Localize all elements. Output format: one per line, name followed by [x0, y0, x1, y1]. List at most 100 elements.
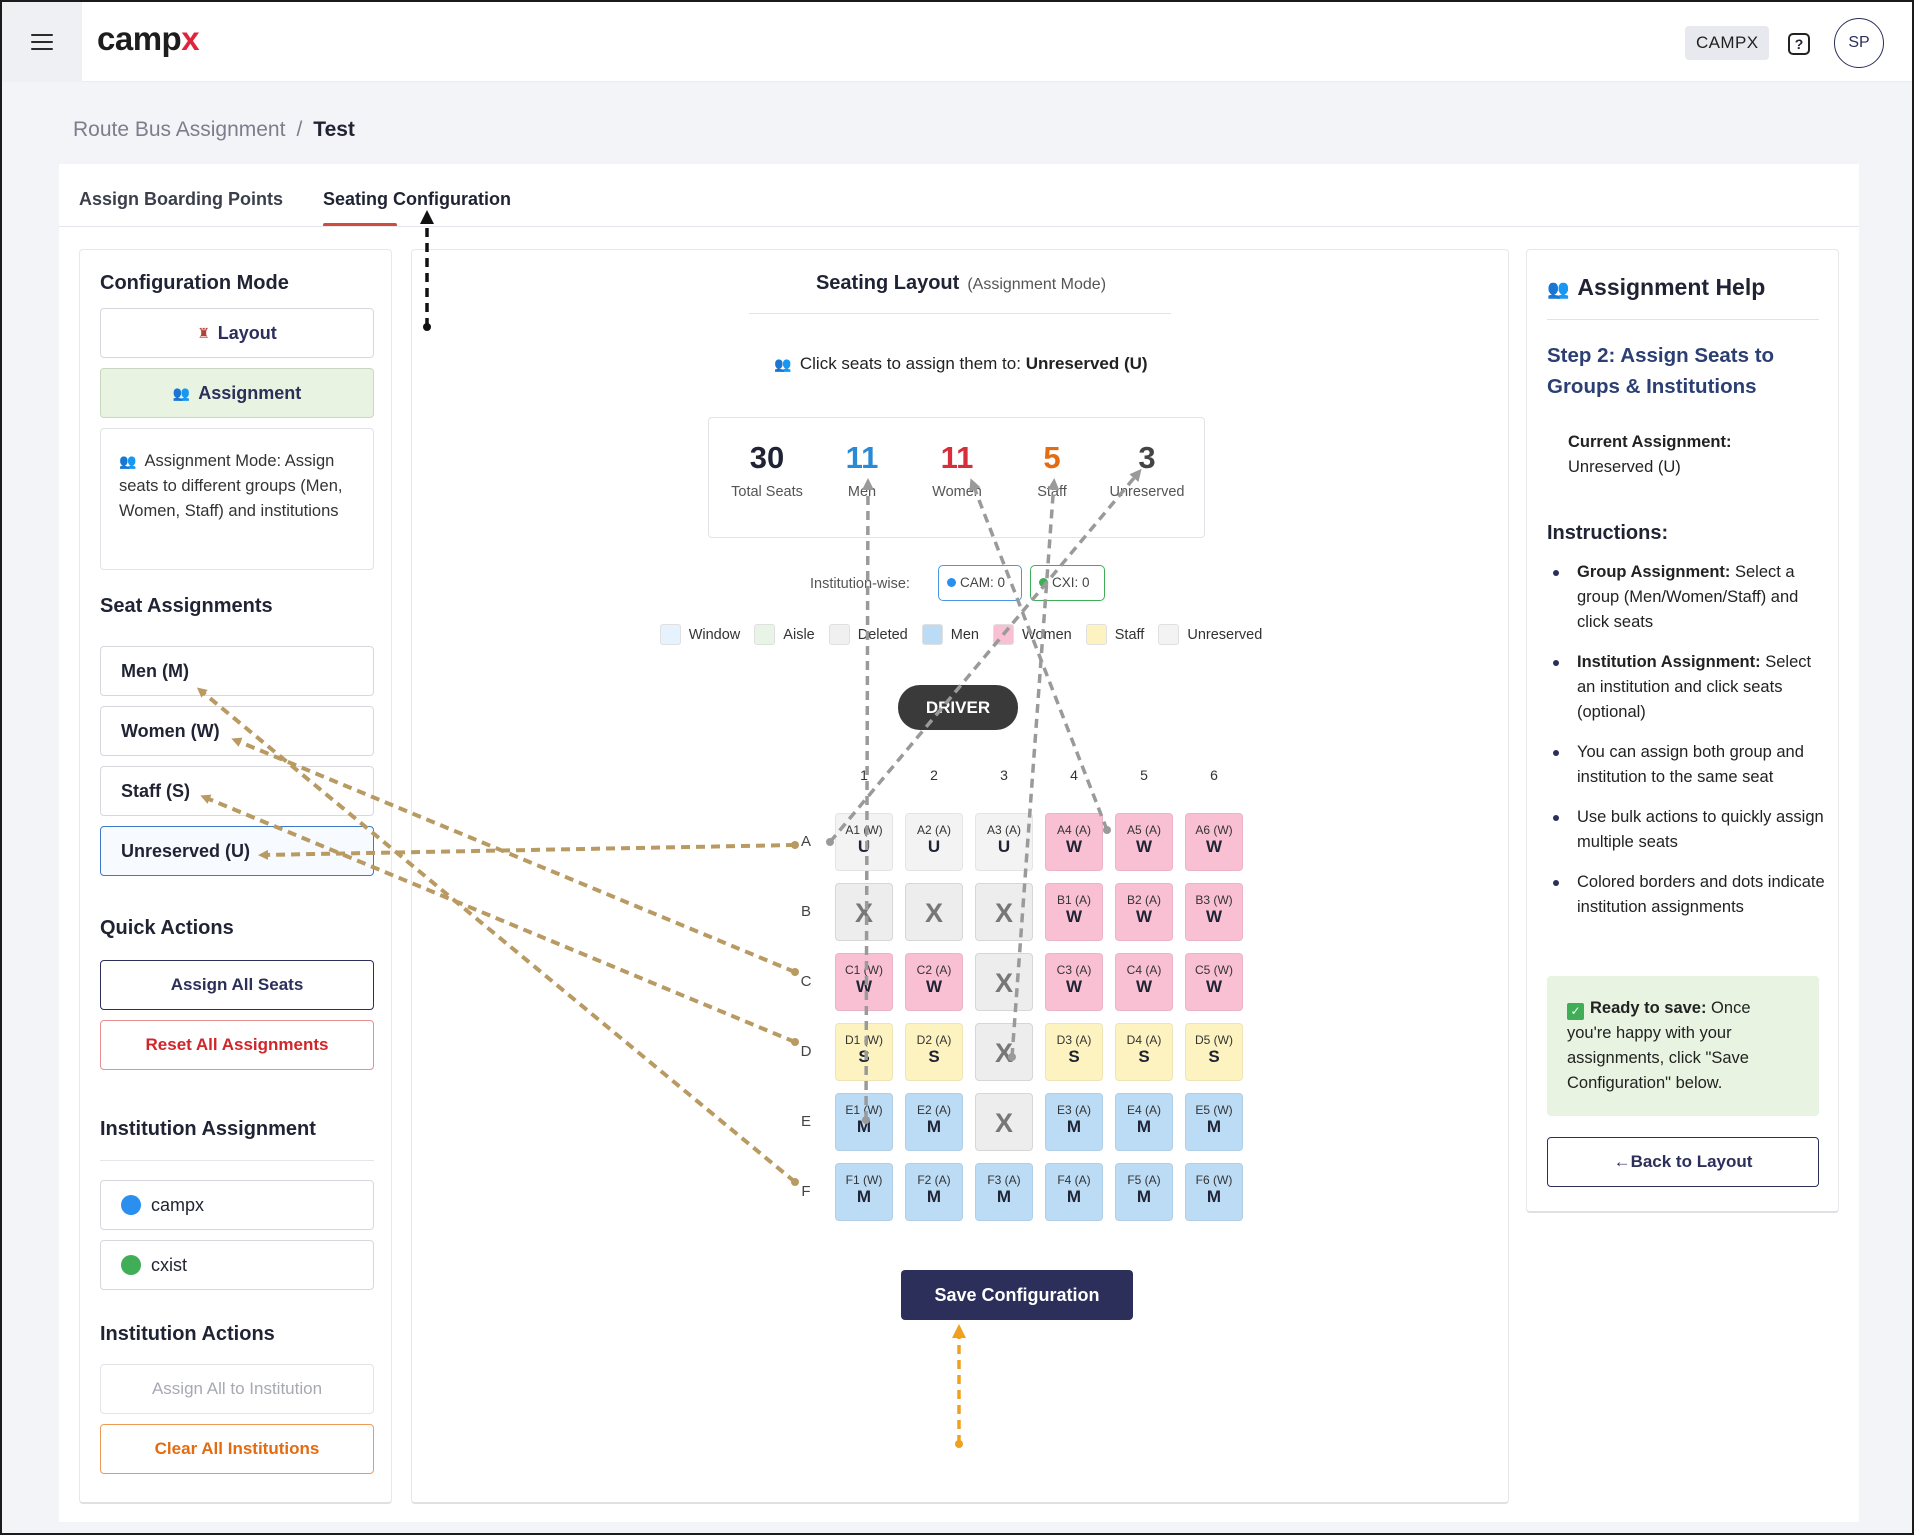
men-group-button[interactable]: Men (M)	[100, 646, 374, 696]
seat-group: M	[926, 1187, 942, 1206]
seat-c3[interactable]: C3 (A)W	[1045, 953, 1103, 1011]
tab-seating-configuration[interactable]: Seating Configuration	[323, 189, 511, 209]
seat-group: W	[1205, 837, 1223, 856]
assign-all-seats-button[interactable]: Assign All Seats	[100, 960, 374, 1010]
seat-d1[interactable]: D1 (W)S	[835, 1023, 893, 1081]
seat-b1[interactable]: B1 (A)W	[1045, 883, 1103, 941]
assign-all-to-institution-button[interactable]: Assign All to Institution	[100, 1364, 374, 1414]
seat-code: D2 (A)	[916, 1033, 952, 1047]
seat-code: E2 (A)	[916, 1103, 951, 1117]
assignment-mode-button[interactable]: 👥Assignment	[100, 368, 374, 418]
legend-unreserved: Unreserved	[1158, 624, 1262, 645]
seat-a2[interactable]: A2 (A)U	[905, 813, 963, 871]
institution-chip-cxi-label: CXI: 0	[1052, 575, 1090, 590]
seat-a6[interactable]: A6 (W)W	[1185, 813, 1243, 871]
seat-group: S	[1208, 1047, 1220, 1066]
org-chip[interactable]: CAMPX	[1685, 26, 1770, 60]
seat-f5[interactable]: F5 (A)M	[1115, 1163, 1173, 1221]
legend-deleted: Deleted	[828, 624, 908, 645]
seat-group: U	[857, 837, 871, 856]
seat-c2[interactable]: C2 (A)W	[905, 953, 963, 1011]
menu-button[interactable]	[2, 2, 82, 82]
women-group-button[interactable]: Women (W)	[100, 706, 374, 756]
seat-code: E4 (A)	[1126, 1103, 1161, 1117]
list-item: Institution Assignment: Select an instit…	[1547, 650, 1827, 725]
title-divider	[749, 313, 1171, 314]
stat-men-label: Men	[847, 484, 877, 500]
institution-cxist-button[interactable]: cxist	[100, 1240, 374, 1290]
seat-f3[interactable]: F3 (A)M	[975, 1163, 1033, 1221]
clear-all-institutions-button[interactable]: Clear All Institutions	[100, 1424, 374, 1474]
save-configuration-button[interactable]: Save Configuration	[901, 1270, 1133, 1320]
seat-e1[interactable]: E1 (W)M	[835, 1093, 893, 1151]
row-label-b: B	[800, 903, 811, 920]
deleted-seat[interactable]: X	[835, 883, 893, 941]
seat-a1[interactable]: A1 (W)U	[835, 813, 893, 871]
seat-d2[interactable]: D2 (A)S	[905, 1023, 963, 1081]
stat-women-value: 11	[940, 440, 974, 475]
seat-a3[interactable]: A3 (A)U	[975, 813, 1033, 871]
campx-color-dot	[121, 1195, 141, 1215]
layout-mode-button[interactable]: ♜Layout	[100, 308, 374, 358]
list-item: Colored borders and dots indicate instit…	[1547, 870, 1827, 920]
seat-code: B3 (W)	[1195, 893, 1233, 907]
seat-d5[interactable]: D5 (W)S	[1185, 1023, 1243, 1081]
assignment-mode-label: Assignment	[198, 382, 302, 403]
deleted-seat[interactable]: X	[975, 1093, 1033, 1151]
instruction-bold: Institution Assignment:	[1577, 653, 1761, 671]
stat-unreserved-label: Unreserved	[1109, 484, 1185, 500]
deleted-seat[interactable]: X	[975, 1023, 1033, 1081]
deleted-seat[interactable]: X	[975, 953, 1033, 1011]
legend-swatch	[921, 624, 943, 645]
seat-f6[interactable]: F6 (W)M	[1185, 1163, 1243, 1221]
seat-b3[interactable]: B3 (W)W	[1185, 883, 1243, 941]
seat-d4[interactable]: D4 (A)S	[1115, 1023, 1173, 1081]
seat-b2[interactable]: B2 (A)W	[1115, 883, 1173, 941]
arrow-left-icon: ←	[1613, 1152, 1631, 1171]
column-number-3: 3	[1000, 767, 1008, 783]
help-divider	[1547, 319, 1819, 320]
step-title: Step 2: Assign Seats to Groups & Institu…	[1547, 344, 1775, 398]
seat-group: S	[858, 1047, 870, 1066]
column-number-6: 6	[1210, 767, 1218, 783]
seat-group: X	[994, 1108, 1013, 1138]
seat-c4[interactable]: C4 (A)W	[1115, 953, 1173, 1011]
tab-assign-boarding-points[interactable]: Assign Boarding Points	[79, 189, 284, 209]
seat-f4[interactable]: F4 (A)M	[1045, 1163, 1103, 1221]
unreserved-group-button[interactable]: Unreserved (U)	[100, 826, 374, 876]
staff-group-button[interactable]: Staff (S)	[100, 766, 374, 816]
seat-f2[interactable]: F2 (A)M	[905, 1163, 963, 1221]
seat-group: W	[1065, 907, 1083, 926]
deleted-seat[interactable]: X	[975, 883, 1033, 941]
help-icon[interactable]: ?	[1788, 33, 1810, 55]
seat-c1[interactable]: C1 (W)W	[835, 953, 893, 1011]
institution-campx-button[interactable]: campx	[100, 1180, 374, 1230]
deleted-seat[interactable]: X	[905, 883, 963, 941]
seat-code: B2 (A)	[1126, 893, 1161, 907]
seat-group: M	[1066, 1187, 1082, 1206]
seat-code: D1 (W)	[845, 1033, 883, 1047]
seat-code: D5 (W)	[1195, 1033, 1233, 1047]
seat-group: M	[1136, 1117, 1152, 1136]
click-instruction-text: Click seats to assign them to:	[799, 354, 1026, 373]
seat-code: C1 (W)	[845, 963, 883, 977]
legend-women-label: Women	[1022, 626, 1072, 643]
back-to-layout-button[interactable]: ←Back to Layout	[1547, 1137, 1819, 1187]
breadcrumb-parent[interactable]: Route Bus Assignment	[73, 118, 286, 141]
seat-e2[interactable]: E2 (A)M	[905, 1093, 963, 1151]
seat-e4[interactable]: E4 (A)M	[1115, 1093, 1173, 1151]
institution-actions-title: Institution Actions	[100, 1323, 275, 1345]
mode-description-title: Assignment Mode:	[144, 452, 282, 470]
seat-a4[interactable]: A4 (A)W	[1045, 813, 1103, 871]
seat-e5[interactable]: E5 (W)M	[1185, 1093, 1243, 1151]
reset-all-assignments-button[interactable]: Reset All Assignments	[100, 1020, 374, 1070]
avatar[interactable]: SP	[1834, 18, 1884, 68]
seat-f1[interactable]: F1 (W)M	[835, 1163, 893, 1221]
seat-d3[interactable]: D3 (A)S	[1045, 1023, 1103, 1081]
seat-e3[interactable]: E3 (A)M	[1045, 1093, 1103, 1151]
ready-to-save-note: ✓Ready to save: Once you're happy with y…	[1547, 976, 1819, 1116]
seat-a5[interactable]: A5 (A)W	[1115, 813, 1173, 871]
seat-c5[interactable]: C5 (W)W	[1185, 953, 1243, 1011]
legend-window: Window	[659, 624, 740, 645]
